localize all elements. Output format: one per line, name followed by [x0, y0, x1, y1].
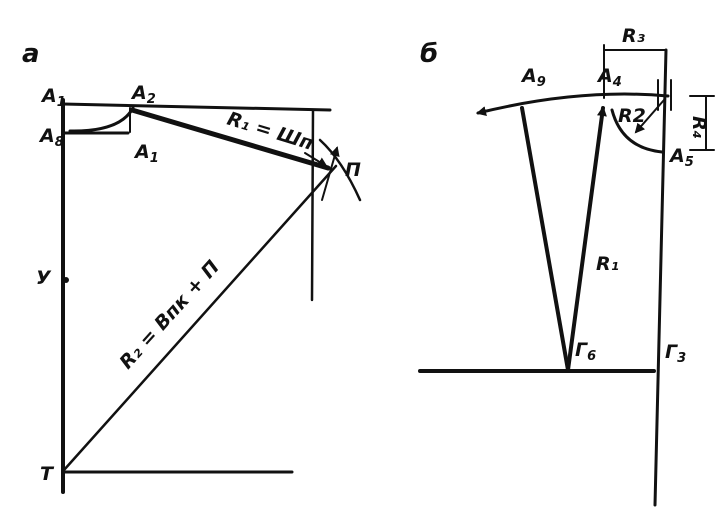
panel-a-right-vertical	[310, 108, 315, 302]
point-u-label: У	[36, 267, 52, 289]
panel-a-r1-arrow	[304, 152, 328, 168]
panel-b-r2-arc	[610, 108, 664, 154]
point-g3-label: Г3	[665, 341, 686, 366]
panel-a	[61, 98, 362, 494]
point-a1-label: A1	[40, 85, 66, 110]
point-a8-label: A8	[38, 125, 64, 150]
panel-a-r1-line	[129, 107, 331, 171]
point-t-label: Т	[40, 463, 55, 485]
r2-label: R2	[618, 105, 646, 127]
point-g6-label: Г6	[575, 339, 596, 364]
point-p-label: П	[345, 159, 361, 181]
point-a1-prime-label: A1	[133, 141, 159, 166]
panel-a-p-arc	[318, 138, 362, 202]
r1-formula-label: R₁ = Шп	[225, 108, 316, 155]
panel-b-a9-leg	[520, 106, 570, 372]
r3-label: R₃	[622, 25, 646, 47]
r2-formula-label: R₂ = Впк + П	[115, 256, 224, 373]
panel-b-top-arc	[476, 92, 670, 116]
panel-b-r2-arrow	[634, 99, 665, 134]
panel-a-u-point	[63, 277, 69, 283]
point-a9-label: A9	[520, 65, 546, 90]
panel-b-right-vertical	[653, 48, 668, 507]
point-a4-label: A4	[596, 65, 622, 90]
point-a2-label: A2	[130, 82, 156, 107]
r1-label: R₁	[596, 253, 619, 275]
panel-b-label: б	[420, 39, 438, 69]
panel-a-a2-curve	[68, 106, 135, 133]
panel-a-label: а	[22, 39, 40, 69]
panel-a-top-line	[61, 102, 332, 112]
panel-b	[418, 44, 715, 507]
r4-label: R₄	[688, 116, 710, 139]
point-a5-label: A5	[668, 145, 694, 170]
panel-b-a4-leg	[566, 106, 607, 372]
panel-a-r2-line	[62, 164, 338, 472]
